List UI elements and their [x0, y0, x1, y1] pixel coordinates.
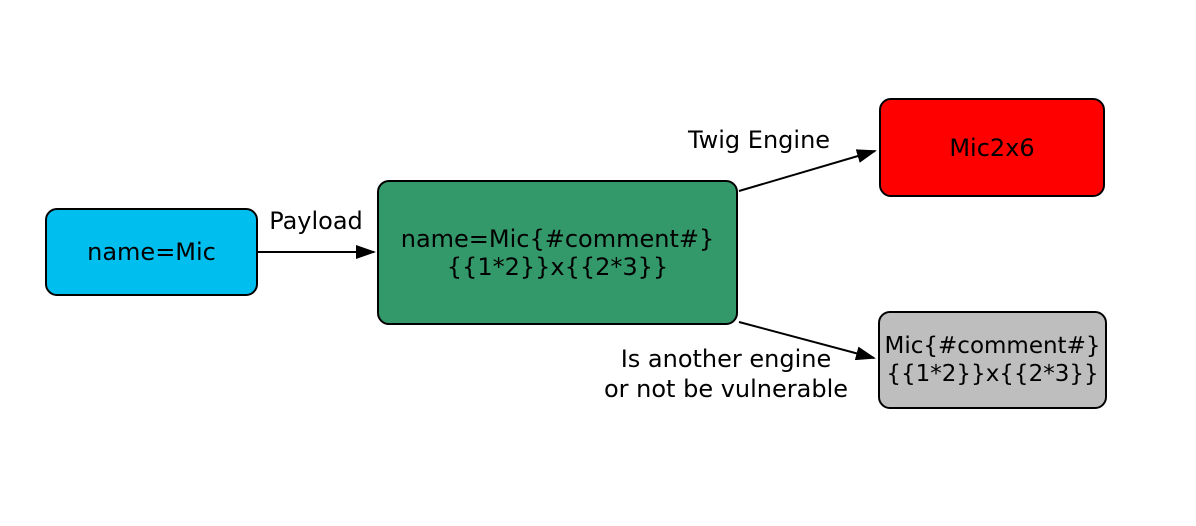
edge-label-payload: Payload: [269, 207, 363, 235]
edge-payload-to-other-result: [738, 321, 876, 361]
edge-label-other-engine: Is another engine or not be vulnerable: [604, 344, 848, 404]
node-twig-engine-result-label: Mic2x6: [949, 133, 1035, 162]
node-other-engine-result: Mic{#comment#} {{1*2}}x{{2*3}}: [878, 311, 1107, 409]
edge-label-twig-engine: Twig Engine: [687, 126, 831, 154]
node-other-engine-result-line1: Mic{#comment#}: [884, 333, 1101, 359]
edge-payload-to-twig-result: [738, 149, 877, 192]
node-injected-payload-line1: name=Mic{#comment#}: [400, 224, 715, 253]
node-injected-payload: name=Mic{#comment#} {{1*2}}x{{2*3}}: [377, 180, 738, 325]
edge-label-other-engine-line1: Is another engine: [620, 345, 832, 373]
node-input-label: name=Mic: [87, 238, 216, 266]
node-other-engine-result-line2: {{1*2}}x{{2*3}}: [886, 361, 1099, 387]
node-injected-payload-line2: {{1*2}}x{{2*3}}: [446, 252, 669, 281]
node-input-request: name=Mic: [45, 208, 258, 296]
node-twig-engine-result: Mic2x6: [879, 98, 1105, 197]
edge-label-other-engine-line2: or not be vulnerable: [603, 375, 849, 403]
